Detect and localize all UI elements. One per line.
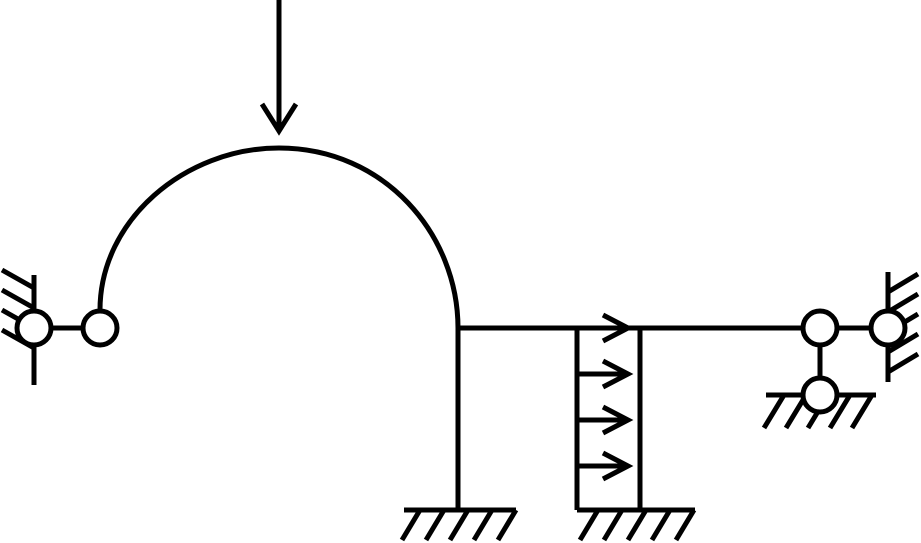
right-pinned-support (868, 271, 920, 382)
distributed-load-arrow-2 (577, 358, 634, 390)
load-post-ground-hatch (577, 508, 697, 542)
left-column-fixed (399, 328, 519, 542)
left-pinned-support (0, 267, 100, 385)
point-load-arrowhead-icon (259, 102, 299, 136)
distributed-load-arrow-4 (577, 450, 634, 482)
load-post-fixed (577, 328, 697, 542)
arrowhead-right-icon (601, 358, 634, 390)
arrowhead-right-icon (601, 450, 634, 482)
distributed-load-arrow-1 (577, 312, 634, 344)
right-roller-support (761, 375, 876, 430)
left-column-ground-hatch (399, 508, 519, 542)
left-hinge-icon (80, 308, 120, 348)
distributed-horizontal-load (574, 312, 634, 510)
semicircular-arch (97, 145, 461, 329)
right-ground-hinge-icon (800, 375, 840, 415)
right-hinge-assembly (761, 271, 920, 430)
distributed-load-arrow-3 (577, 404, 634, 436)
vertical-point-load (259, 0, 299, 136)
right-hinge-icon (800, 308, 840, 348)
left-wall-hinge-icon (14, 308, 54, 348)
right-wall-hinge-icon (868, 308, 908, 348)
arrowhead-right-icon (601, 312, 634, 344)
arrowhead-right-icon (601, 404, 634, 436)
